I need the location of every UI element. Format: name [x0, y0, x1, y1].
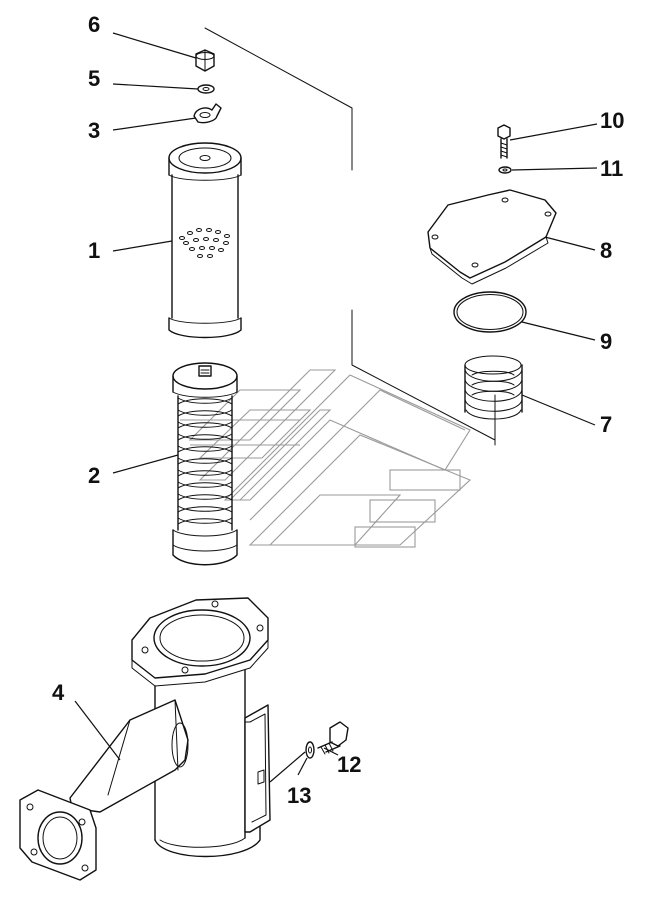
bolt-part-12 — [317, 721, 349, 755]
spring-part — [464, 355, 523, 420]
washer-part-13 — [305, 741, 315, 759]
callout-6: 6 — [88, 12, 100, 37]
washer-part-11 — [498, 166, 512, 174]
callout-1: 1 — [88, 238, 100, 263]
callout-7: 7 — [600, 412, 612, 437]
callout-13: 13 — [287, 783, 311, 808]
leader-lines — [74, 32, 598, 783]
callout-4: 4 — [52, 680, 65, 705]
nut-part — [195, 49, 215, 72]
callout-11: 11 — [600, 156, 623, 181]
callout-3: 3 — [88, 118, 100, 143]
callout-9: 9 — [600, 329, 612, 354]
callout-labels: 6 5 3 1 2 4 10 11 8 9 7 12 13 — [52, 12, 624, 808]
spring-core-part — [172, 362, 238, 566]
coil-rings — [177, 395, 233, 531]
callout-8: 8 — [600, 238, 612, 263]
watermark-logo — [180, 369, 472, 548]
lock-washer-tab-part — [193, 103, 222, 124]
callout-10: 10 — [600, 108, 624, 133]
cover-plate-part — [427, 189, 557, 285]
assembly-axis-lines — [204, 27, 496, 446]
o-ring-part — [453, 291, 527, 333]
filter-housing-part — [19, 597, 271, 881]
bolt-part-10 — [497, 124, 511, 159]
callout-5: 5 — [88, 66, 100, 91]
perforation-dots — [179, 228, 230, 258]
callout-12: 12 — [337, 752, 361, 777]
washer-part — [197, 84, 215, 94]
filter-element-part — [168, 142, 242, 339]
callout-2: 2 — [88, 463, 100, 488]
